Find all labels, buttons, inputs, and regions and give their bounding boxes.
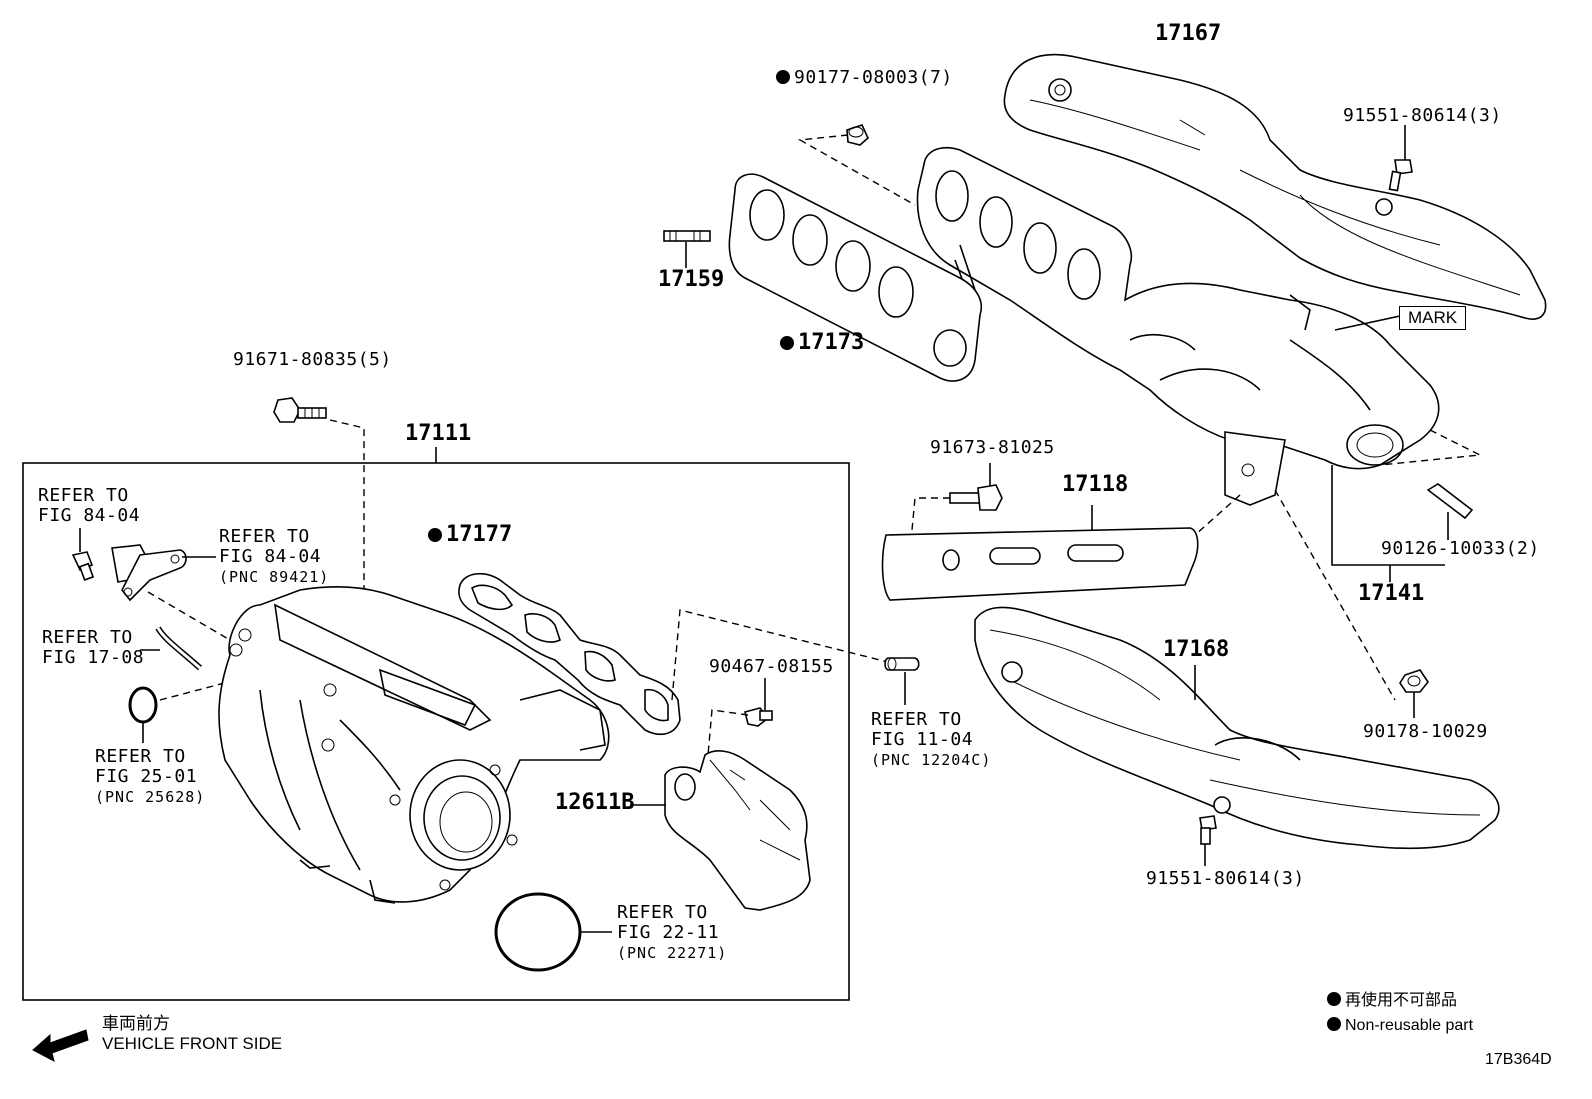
refer-fig-17-08: REFER TO FIG 17-08 — [42, 628, 144, 668]
callout-17118: 17118 — [1062, 472, 1129, 497]
legend-japanese: 再使用不可部品 — [1345, 992, 1458, 1009]
refer-line: REFER TO — [219, 526, 310, 547]
lower-heat-insulator-shape — [974, 606, 1500, 850]
stud-90126-shape — [1426, 483, 1474, 520]
refer-fig-22-11: REFER TO FIG 22-11 (PNC 22271) — [617, 903, 727, 963]
refer-fig: FIG 25-01 — [95, 766, 198, 787]
bolt-91551-top-shape — [1388, 159, 1413, 192]
refer-fig-84-04-b: REFER TO FIG 84-04 (PNC 89421) — [219, 527, 329, 587]
upper-heat-insulator-shape — [1003, 53, 1547, 320]
callout-90177: 90177-08003(7) — [776, 68, 953, 88]
nut-90178-shape — [1399, 669, 1429, 693]
refer-fig: FIG 11-04 — [871, 729, 974, 750]
cover-12611b-shape — [630, 750, 811, 911]
vehicle-front-english: VEHICLE FRONT SIDE — [102, 1034, 283, 1053]
refer-pnc: (PNC 22271) — [617, 944, 728, 962]
stud-17159-shape — [663, 230, 711, 268]
sensor-shape — [111, 544, 187, 602]
refer-line: REFER TO — [38, 485, 129, 506]
nut-90177-shape — [846, 124, 869, 146]
refer-fig-25-01: REFER TO FIG 25-01 (PNC 25628) — [95, 747, 205, 807]
callout-17177: 17177 — [428, 522, 513, 547]
non-reusable-marker-icon — [776, 70, 790, 84]
throttle-gasket-shape — [494, 892, 582, 972]
callout-91551-top: 91551-80614(3) — [1343, 105, 1502, 126]
plug-12204c-shape — [884, 657, 920, 671]
callout-90178: 90178-10029 — [1363, 721, 1488, 742]
non-reusable-marker-icon — [1327, 1017, 1341, 1031]
callout-90126: 90126-10033(2) — [1381, 538, 1540, 559]
exhaust-gasket-shape — [728, 173, 982, 382]
refer-fig: FIG 22-11 — [617, 922, 720, 943]
sensor-bolt-shape — [71, 551, 95, 581]
callout-17173-text: 17173 — [798, 330, 865, 355]
legend-row-english: Non-reusable part — [1327, 1013, 1473, 1038]
refer-fig: FIG 84-04 — [219, 546, 322, 567]
refer-line: REFER TO — [42, 627, 133, 648]
callout-17168: 17168 — [1163, 637, 1230, 662]
legend: 再使用不可部品 Non-reusable part — [1327, 988, 1473, 1038]
refer-fig-84-04-a: REFER TO FIG 84-04 — [38, 486, 140, 526]
bolt-91673-shape — [949, 463, 1003, 511]
bolt-91551-bottom-shape — [1199, 815, 1217, 845]
refer-line: REFER TO — [871, 709, 962, 730]
callout-90177-text: 90177-08003(7) — [794, 67, 953, 88]
callout-17141: 17141 — [1358, 581, 1425, 606]
refer-pnc: (PNC 25628) — [95, 788, 206, 806]
callout-91671: 91671-80835(5) — [233, 349, 392, 370]
vehicle-front-japanese: 車両前方 — [102, 1014, 170, 1033]
refer-pnc: (PNC 89421) — [219, 568, 330, 586]
exhaust-manifold-shape — [916, 146, 1440, 506]
vehicle-front-label: 車両前方 VEHICLE FRONT SIDE — [102, 1014, 282, 1054]
refer-line: REFER TO — [95, 746, 186, 767]
pin-90467-shape — [744, 707, 773, 727]
non-reusable-marker-icon — [1327, 992, 1341, 1006]
callout-17167: 17167 — [1155, 21, 1222, 46]
callout-91673: 91673-81025 — [930, 437, 1055, 458]
callout-17173: 17173 — [780, 330, 865, 355]
callout-12611b: 12611B — [555, 790, 635, 815]
o-ring-shape — [128, 686, 158, 724]
refer-fig-11-04: REFER TO FIG 11-04 (PNC 12204C) — [871, 710, 991, 770]
non-reusable-marker-icon — [428, 528, 442, 542]
diagram-code: 17B364D — [1485, 1051, 1552, 1068]
intake-manifold-shape — [218, 585, 610, 904]
manifold-stay-shape — [881, 505, 1199, 601]
refer-fig: FIG 17-08 — [42, 647, 145, 668]
callout-17111: 17111 — [405, 421, 472, 446]
non-reusable-marker-icon — [780, 336, 794, 350]
intake-gasket-shape — [458, 572, 681, 736]
bolt-91671-shape — [273, 397, 327, 423]
refer-line: REFER TO — [617, 902, 708, 923]
mark-label: MARK — [1399, 306, 1467, 330]
refer-pnc: (PNC 12204C) — [871, 751, 992, 769]
legend-row-japanese: 再使用不可部品 — [1327, 988, 1473, 1013]
callout-17177-text: 17177 — [446, 522, 513, 547]
callout-17159: 17159 — [658, 267, 725, 292]
callout-90467: 90467-08155 — [709, 656, 834, 677]
refer-fig: FIG 84-04 — [38, 505, 141, 526]
vehicle-front-arrow — [32, 1029, 89, 1062]
callout-91551-bottom: 91551-80614(3) — [1146, 868, 1305, 889]
legend-english: Non-reusable part — [1345, 1017, 1474, 1034]
